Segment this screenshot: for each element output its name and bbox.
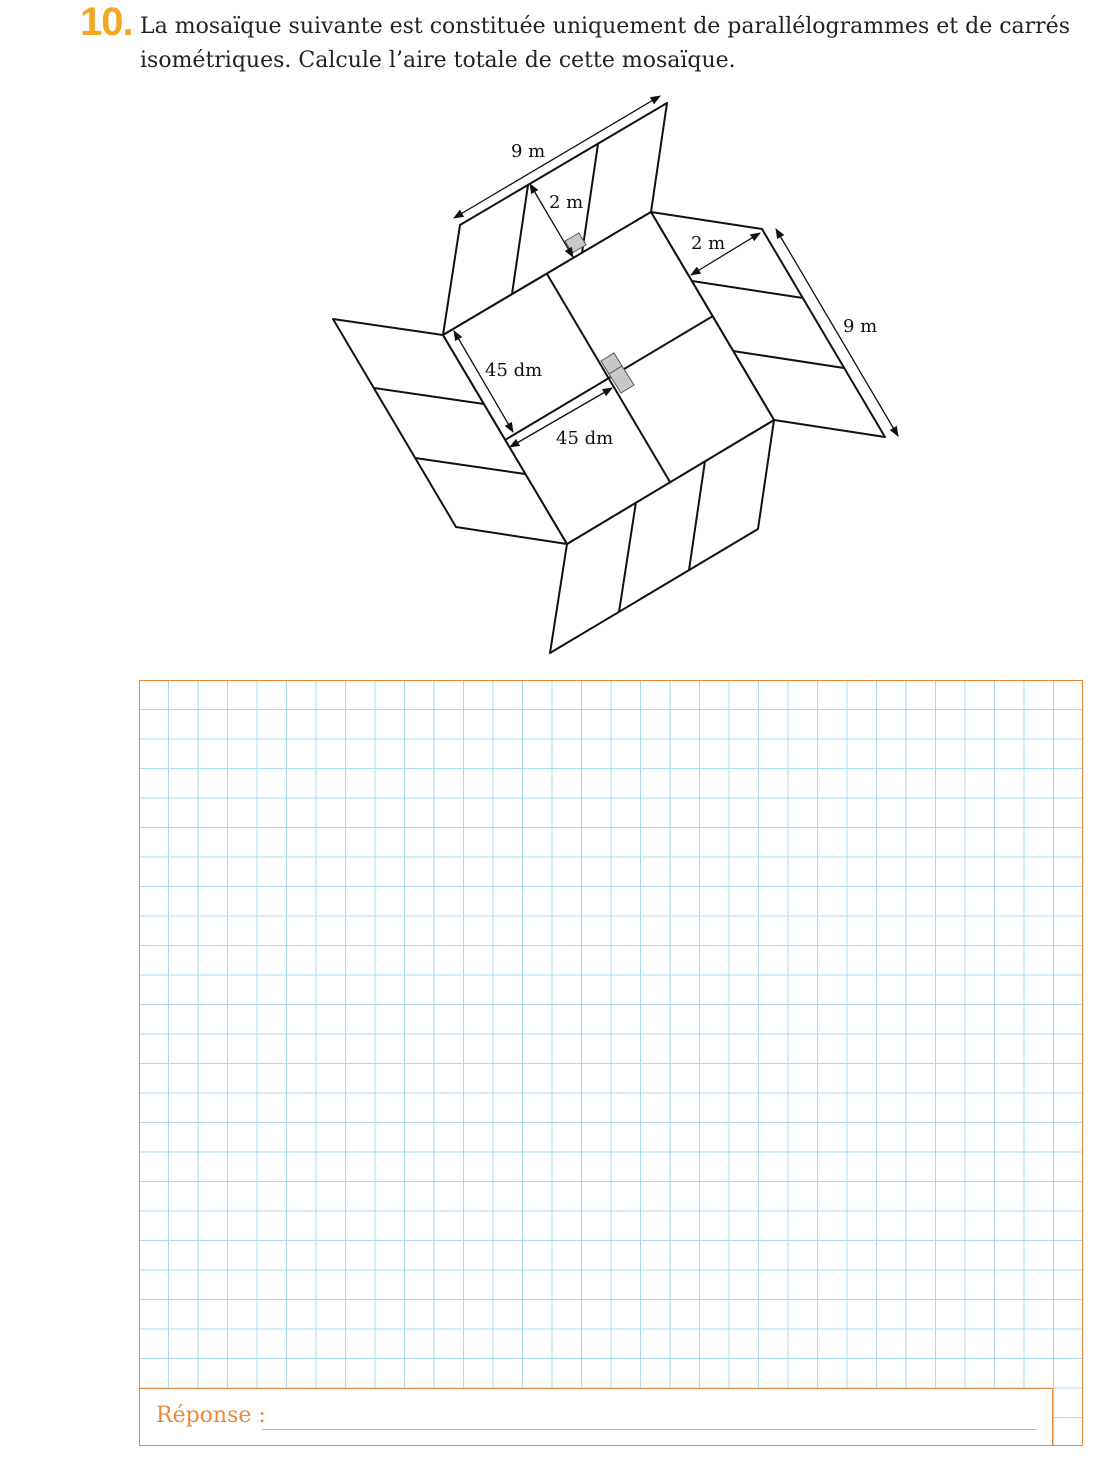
top-inner-line-1	[511, 184, 529, 295]
left-inner-line-2	[414, 457, 526, 475]
graph-paper-grid	[138, 679, 1084, 1446]
label-top-length: 9 m	[511, 141, 545, 162]
answer-label: Réponse :	[156, 1403, 266, 1428]
graph-paper-work-area[interactable]	[138, 679, 1084, 1446]
dim-arrow-right-width	[690, 232, 761, 276]
right-inner-line-1	[691, 280, 804, 299]
right-inner-line-2	[732, 350, 845, 369]
dim-arrow-top-length	[453, 95, 661, 219]
question-text-line-2: isométriques. Calcule l’aire totale de c…	[140, 48, 736, 73]
left-inner-line-1	[373, 387, 485, 405]
mosaic-figure: 9 m 2 m 2 m 9 m 45 dm 45 dm	[332, 95, 899, 654]
top-inner-line-2	[581, 143, 599, 254]
dim-arrow-right-length	[775, 228, 899, 437]
bottom-inner-line-2	[688, 460, 706, 571]
bottom-inner-line-1	[618, 501, 637, 613]
answer-box: Réponse :	[139, 1388, 1053, 1446]
dim-arrow-square-bottom	[509, 387, 613, 448]
label-square-bottom: 45 dm	[556, 428, 613, 449]
label-right-length: 9 m	[843, 316, 877, 337]
label-top-width: 2 m	[549, 192, 583, 213]
question-text-line-1: La mosaïque suivante est constituée uniq…	[140, 14, 1070, 39]
label-right-width: 2 m	[691, 233, 725, 254]
dim-arrow-square-left	[453, 330, 514, 433]
label-square-left: 45 dm	[485, 360, 542, 381]
right-angle-mark-center-lower	[608, 365, 635, 394]
answer-line[interactable]	[262, 1429, 1036, 1430]
dim-arrow-top-width	[529, 183, 574, 258]
question-text: La mosaïque suivante est constituée uniq…	[140, 10, 1070, 78]
question-number: 10.	[80, 0, 134, 44]
